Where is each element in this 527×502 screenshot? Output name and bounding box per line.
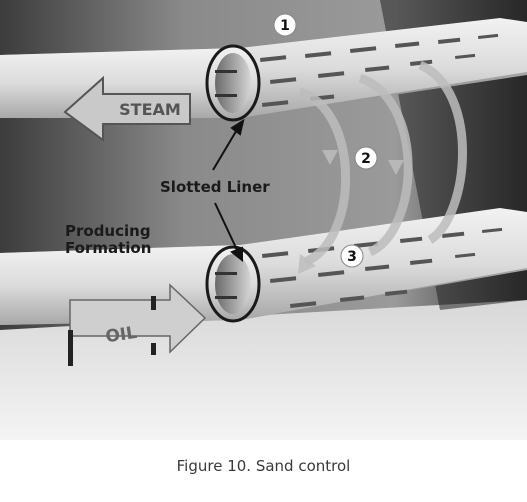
oil-marker-right (151, 296, 156, 310)
flow-arrows (298, 60, 467, 267)
producing-formation-label-line1: Producing (65, 222, 151, 240)
sand-control-diagram: STEAM OIL (0, 0, 527, 440)
step-3-marker: 3 (340, 244, 364, 268)
step-2-marker: 2 (354, 146, 378, 170)
flow-arrowhead-2 (322, 150, 338, 165)
steam-label: STEAM (119, 100, 181, 119)
flow-arrowhead-1 (298, 254, 316, 274)
oil-label: OIL (104, 323, 138, 347)
oil-marker-left (68, 330, 73, 366)
slotted-liner-label: Slotted Liner (160, 178, 270, 196)
slotted-liner-pointers (212, 118, 245, 263)
producing-formation-label-line2: Formation (65, 239, 151, 257)
figure-caption: Figure 10. Sand control (176, 457, 351, 475)
svg-text:3: 3 (347, 249, 357, 265)
svg-text:2: 2 (361, 151, 371, 167)
flow-arrowhead-3 (388, 160, 404, 175)
oil-direction-arrow (69, 283, 207, 354)
steam-direction-arrow (63, 75, 191, 142)
oil-pipe (0, 208, 527, 325)
step-1-marker: 1 (273, 13, 297, 37)
svg-text:1: 1 (280, 18, 290, 34)
